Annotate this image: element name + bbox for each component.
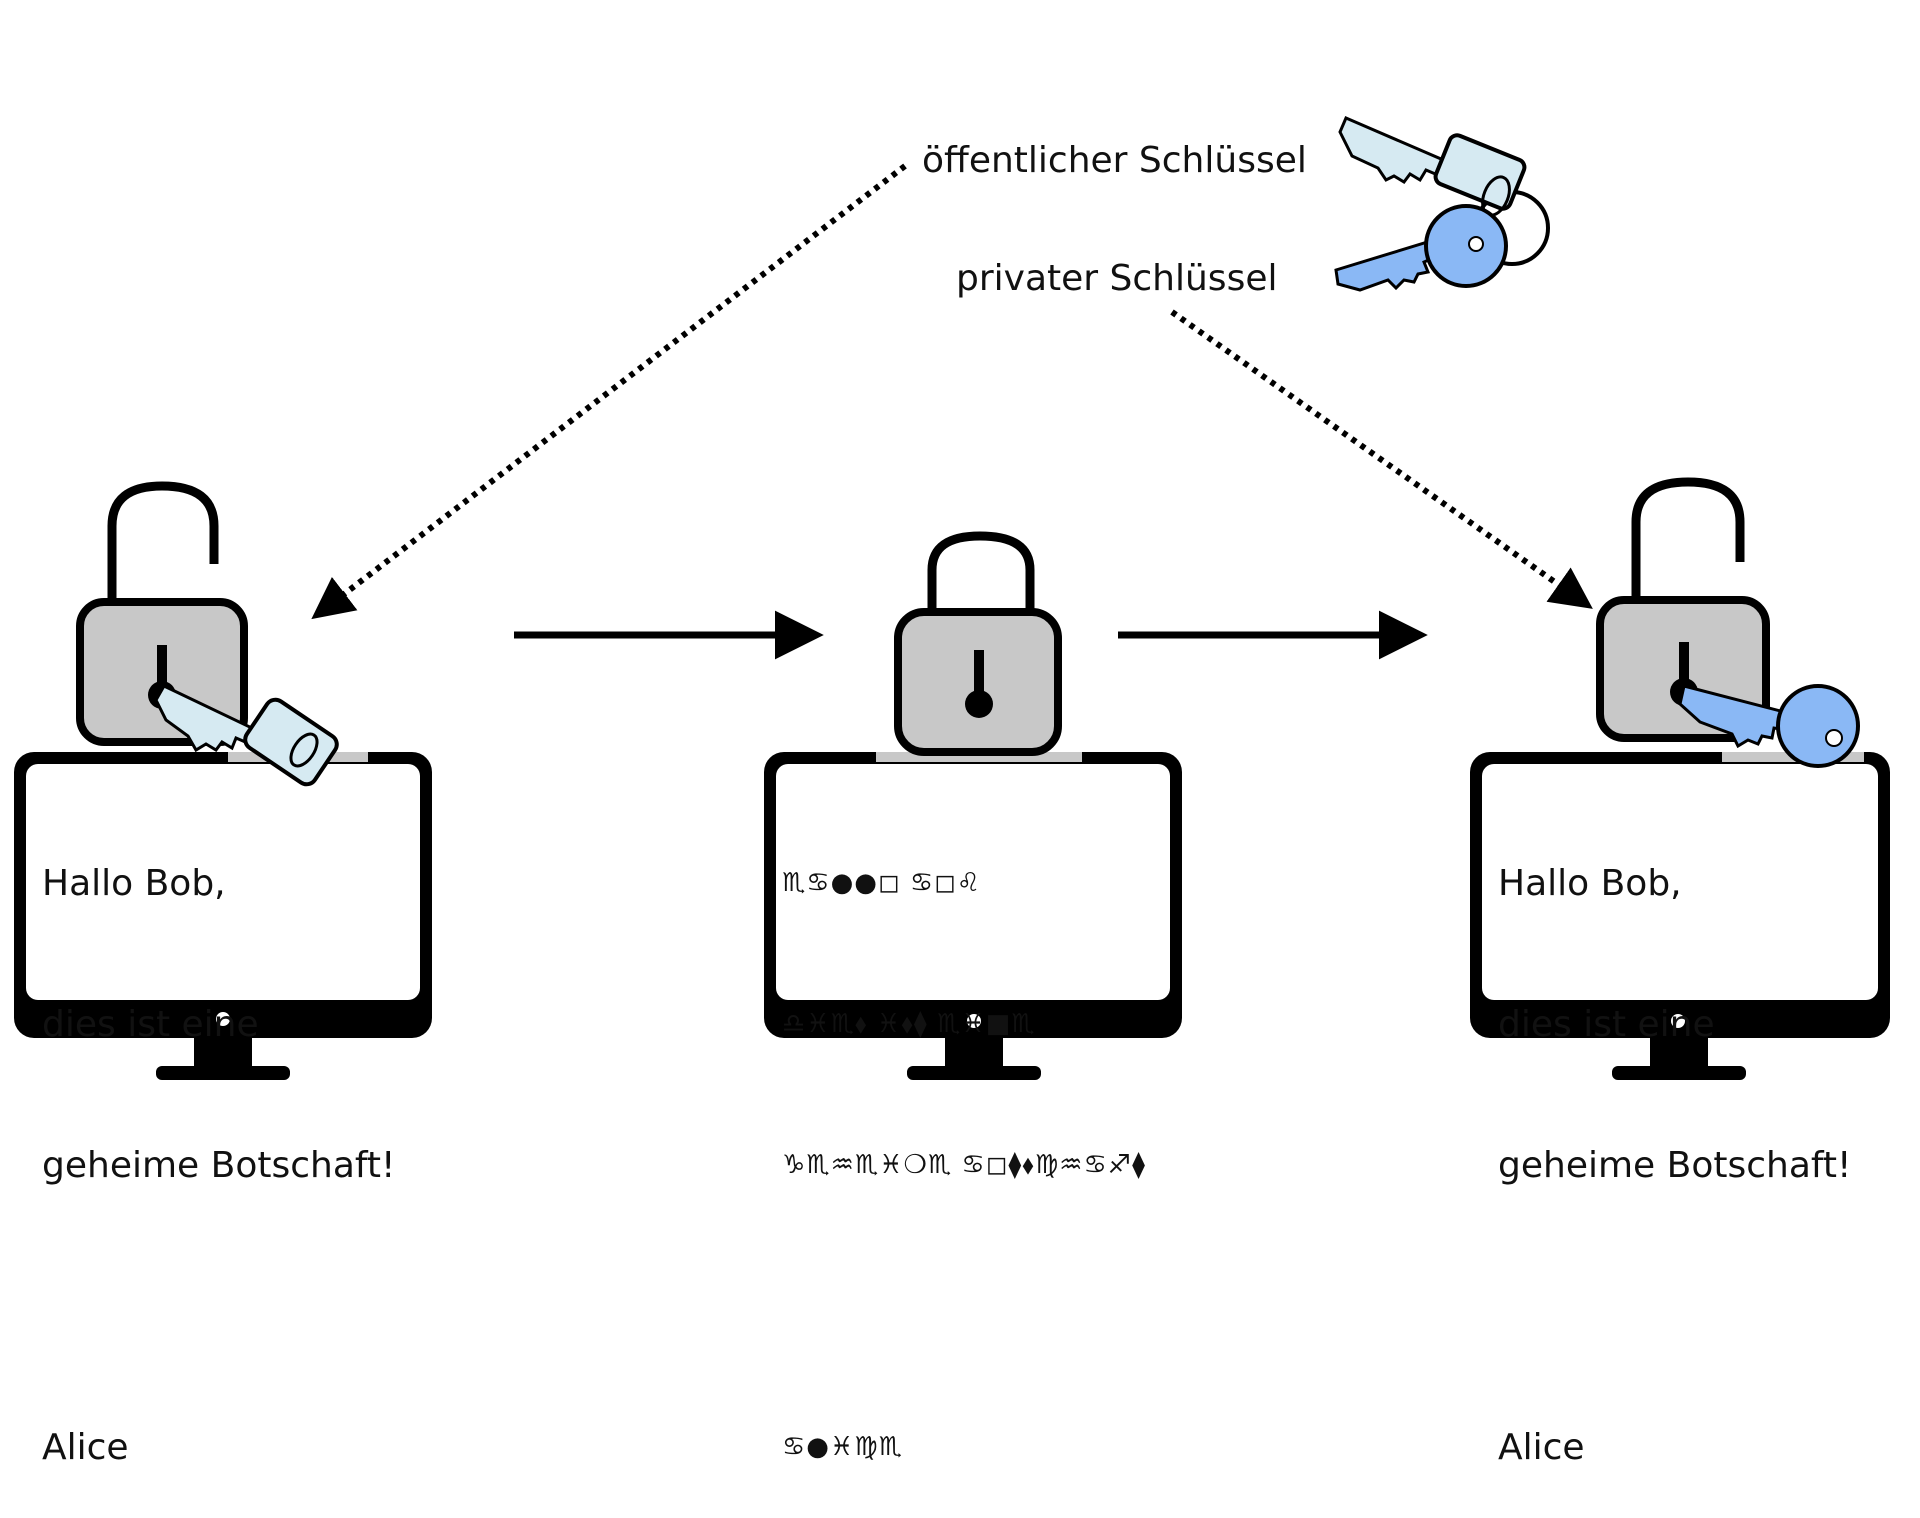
public-key-label: öffentlicher Schlüssel — [922, 140, 1307, 181]
transfer-computer — [764, 752, 1182, 1080]
message-line: Hallo Bob, — [1498, 863, 1682, 904]
message-line: Alice — [1498, 1427, 1585, 1468]
message-line: dies ist eine — [42, 1004, 259, 1045]
cipher-line: ♋●♓♍♏ — [782, 1432, 903, 1462]
message-line — [1498, 1283, 1851, 1330]
private-key-icon — [1334, 204, 1508, 292]
key-pair-icon — [1334, 116, 1550, 292]
private-key-arrow — [1170, 309, 1593, 609]
message-line: geheime Botschaft! — [42, 1145, 396, 1186]
public-key-in-lock-icon — [154, 684, 339, 787]
encryption-diagram: öffentlicher Schlüssel privater Schlüsse… — [14, 116, 1890, 1080]
public-key-arrow — [311, 163, 907, 620]
sender-message: Hallo Bob, dies ist eine geheime Botscha… — [42, 766, 395, 1518]
public-key-icon — [1338, 116, 1527, 217]
cipher-line — [782, 1283, 1146, 1330]
message-line: Alice — [42, 1427, 129, 1468]
message-line — [42, 1283, 395, 1330]
message-line: geheime Botschaft! — [1498, 1145, 1852, 1186]
cipher-line: ♎♓♏⬧ ♓⬧⧫ ♏♓■♏ — [782, 1009, 1036, 1039]
sender-computer — [14, 752, 432, 1080]
encrypted-message: ♏♋●●◻ ♋◻♌ ♎♓♏⬧ ♓⬧⧫ ♏♓■♏ ♑♏♒♏♓❍♏ ♋◻⧫⬧♍♒♋♐… — [782, 766, 1146, 1518]
private-key-in-lock-icon — [1678, 684, 1860, 768]
cipher-line: ♑♏♒♏♓❍♏ ♋◻⧫⬧♍♒♋♐⧫ — [782, 1150, 1146, 1180]
recipient-computer — [1470, 752, 1890, 1080]
recipient-message: Hallo Bob, dies ist eine geheime Botscha… — [1498, 766, 1851, 1518]
message-line: Hallo Bob, — [42, 863, 226, 904]
message-line: dies ist eine — [1498, 1004, 1715, 1045]
private-key-label: privater Schlüssel — [956, 258, 1277, 299]
cipher-line: ♏♋●●◻ ♋◻♌ — [782, 868, 982, 898]
closed-padlock-icon — [894, 531, 1062, 756]
